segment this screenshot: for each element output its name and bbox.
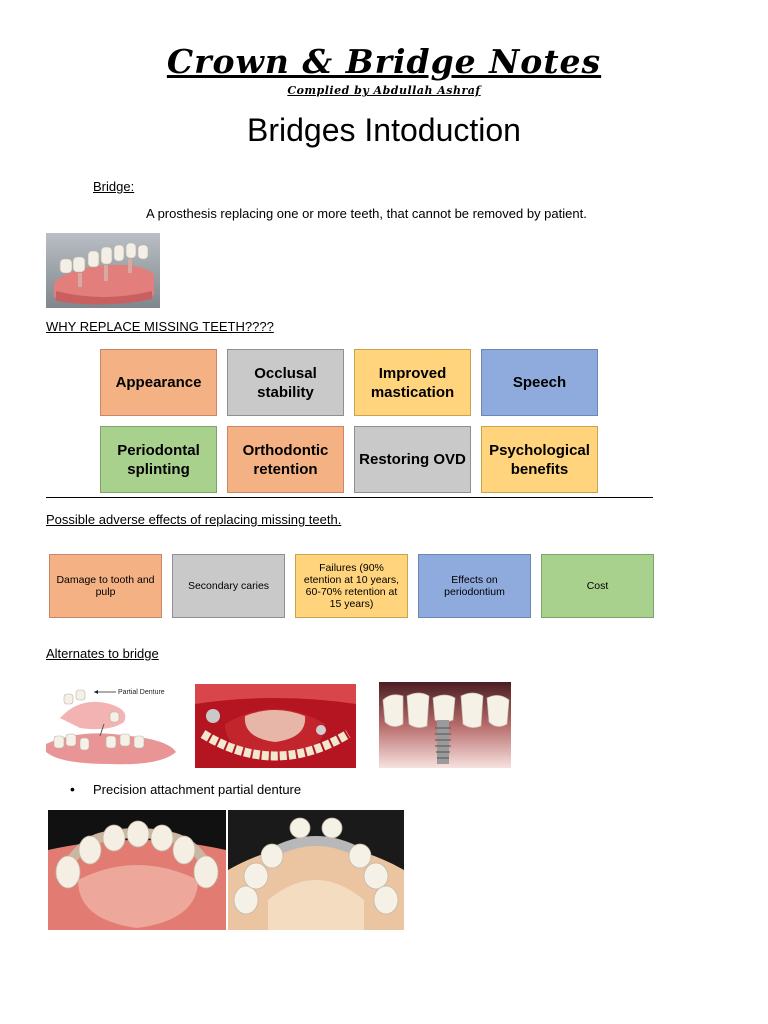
bullet-text: Precision attachment partial denture (93, 782, 302, 797)
horizontal-divider (46, 497, 653, 498)
mouth-image (195, 684, 356, 768)
document-subtitle: Complied by Abdullah Ashraf (287, 84, 481, 97)
page-heading: Bridges Intoduction (247, 112, 521, 148)
partial-denture-caption: Partial Denture (118, 689, 165, 696)
alternates-label: Alternates to bridge (46, 646, 159, 661)
bridge-label: Bridge: (93, 179, 135, 194)
effect-box: Damage to tooth and pulp (49, 554, 162, 618)
reason-box: Periodontal splinting (100, 426, 217, 493)
partial-denture-image: Partial Denture (40, 678, 180, 770)
precision-attachment-image-2 (228, 810, 404, 930)
precision-attachment-image-1 (48, 810, 226, 930)
implant-image (379, 682, 511, 768)
bullet-dot-icon: • (70, 781, 75, 797)
reason-box: Restoring OVD (354, 426, 471, 493)
effect-box: Cost (541, 554, 654, 618)
reason-box: Orthodontic retention (227, 426, 344, 493)
reason-box: Improved mastication (354, 349, 471, 416)
bridge-definition: A prosthesis replacing one or more teeth… (146, 206, 587, 221)
document-title: Crown & Bridge Notes (166, 42, 602, 81)
effect-box: Failures (90% etention at 10 years, 60-7… (295, 554, 408, 618)
effect-box: Secondary caries (172, 554, 285, 618)
adverse-effects-label: Possible adverse effects of replacing mi… (46, 512, 342, 527)
reason-box: Occlusal stability (227, 349, 344, 416)
reason-box: Appearance (100, 349, 217, 416)
reason-box: Psychological benefits (481, 426, 598, 493)
why-replace-label: WHY REPLACE MISSING TEETH???? (46, 319, 274, 334)
reason-box: Speech (481, 349, 598, 416)
effect-box: Effects on periodontium (418, 554, 531, 618)
bridge-model-image (46, 233, 160, 308)
